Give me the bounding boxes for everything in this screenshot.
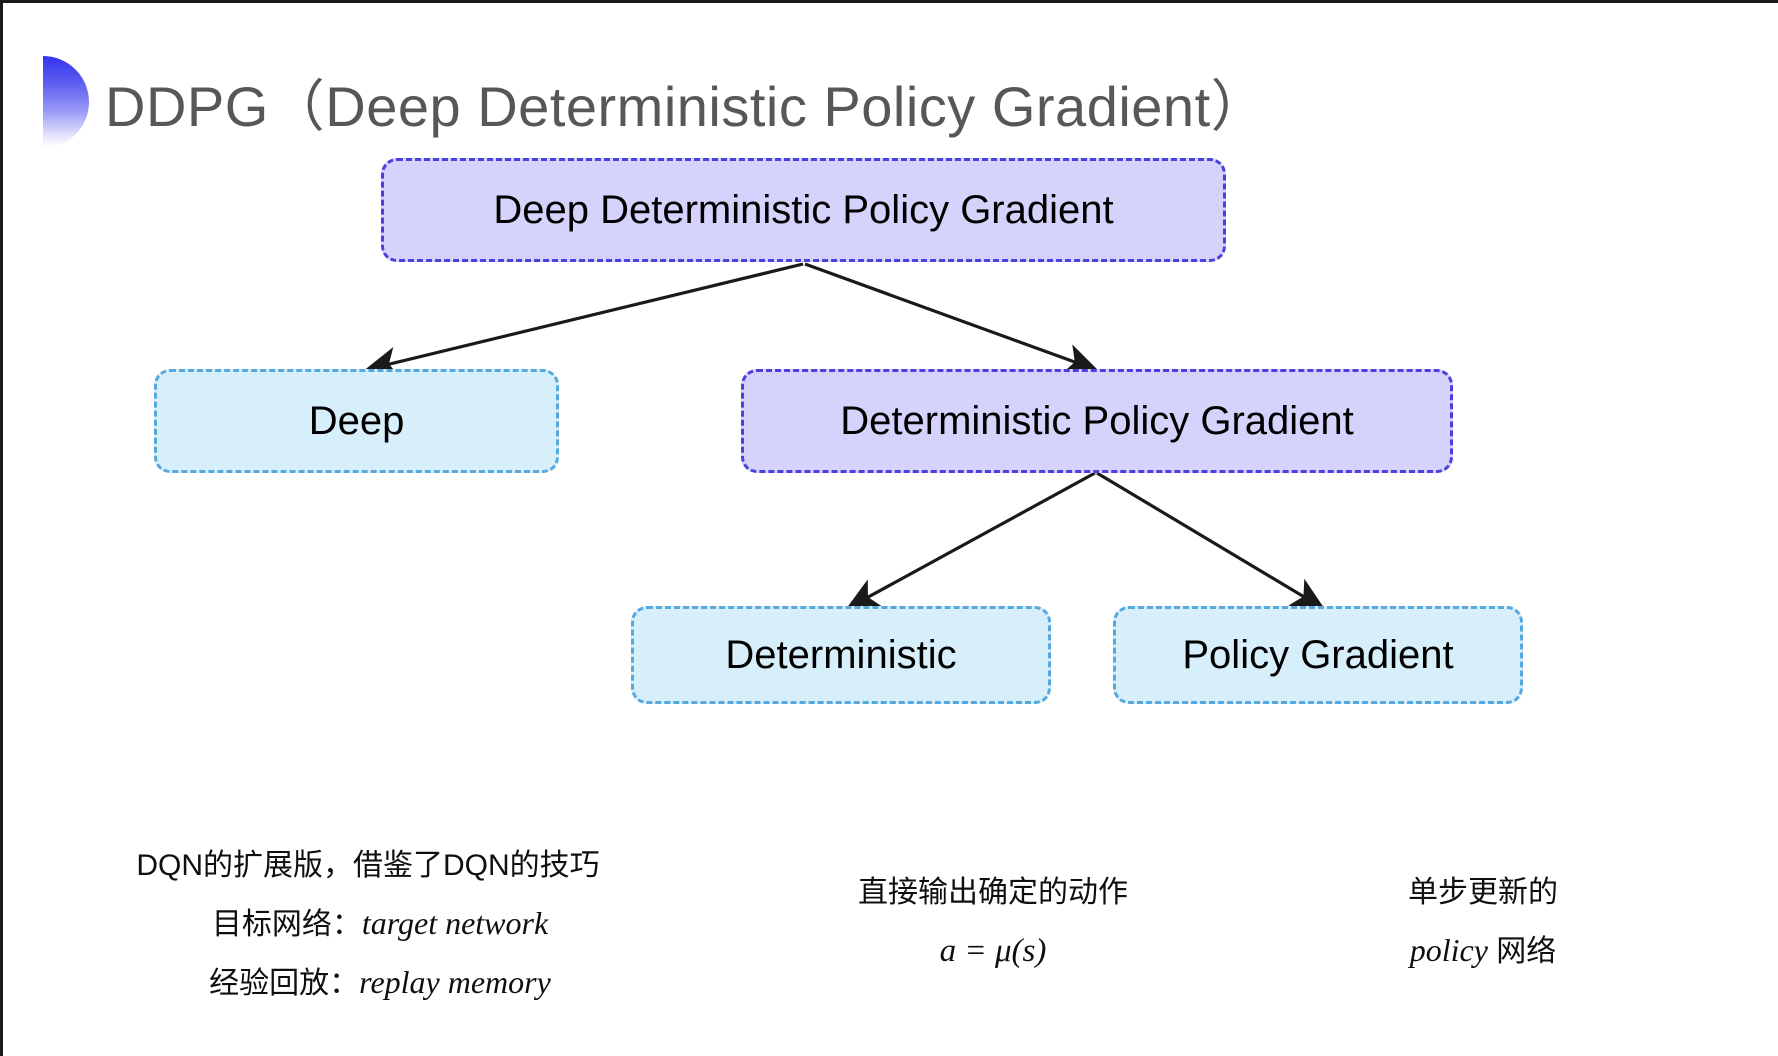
caption-policy-gradient-tail: 网络: [1487, 934, 1557, 968]
caption-deep-line1: DQN的扩展版，借鉴了DQN的技巧: [136, 849, 600, 882]
edge-dpg-to-policy-gradient: [1096, 471, 1326, 610]
caption-policy-gradient-term: policy: [1409, 931, 1488, 968]
edge-root-to-deep: [364, 262, 804, 378]
caption-policy-gradient-line2: policy 网络: [1293, 921, 1673, 980]
node-deterministic[interactable]: Deterministic: [631, 606, 1051, 704]
caption-deterministic: 直接输出确定的动作 a = μ(s): [768, 865, 1218, 982]
half-circle-gradient-icon: [43, 56, 89, 148]
caption-deep-line3-label: 经验回放：: [209, 966, 360, 1000]
node-deterministic-policy-gradient-label: Deterministic Policy Gradient: [840, 399, 1354, 443]
page-title-text: DDPG（Deep Deterministic Policy Gradient）: [105, 74, 1268, 138]
caption-policy-gradient: 单步更新的 policy 网络: [1293, 865, 1673, 980]
caption-policy-gradient-line1: 单步更新的: [1408, 876, 1558, 909]
node-root-label: Deep Deterministic Policy Gradient: [493, 188, 1114, 232]
edge-dpg-to-deterministic: [845, 471, 1096, 610]
caption-deep-line2: 目标网络：target network: [133, 894, 603, 953]
caption-deterministic-line1: 直接输出确定的动作: [858, 876, 1128, 909]
node-deterministic-policy-gradient[interactable]: Deterministic Policy Gradient: [741, 369, 1453, 473]
node-policy-gradient-label: Policy Gradient: [1182, 633, 1454, 677]
edge-root-to-dpg: [804, 262, 1099, 374]
node-deep-label: Deep: [308, 399, 405, 443]
caption-deterministic-formula: a = μ(s): [939, 932, 1047, 969]
node-deep[interactable]: Deep: [154, 369, 559, 473]
page-title: DDPG（Deep Deterministic Policy Gradient）: [43, 56, 1268, 148]
node-root[interactable]: Deep Deterministic Policy Gradient: [381, 158, 1226, 262]
caption-deep-line2-term: target network: [361, 904, 549, 941]
caption-deep-line3: 经验回放：replay memory: [133, 953, 603, 1012]
node-deterministic-label: Deterministic: [725, 633, 957, 677]
caption-deep: DQN的扩展版，借鉴了DQN的技巧 目标网络：target network 经验…: [133, 838, 603, 1012]
caption-deep-line3-term: replay memory: [359, 963, 551, 1000]
node-policy-gradient[interactable]: Policy Gradient: [1113, 606, 1523, 704]
caption-deep-line2-label: 目标网络：: [211, 907, 362, 941]
